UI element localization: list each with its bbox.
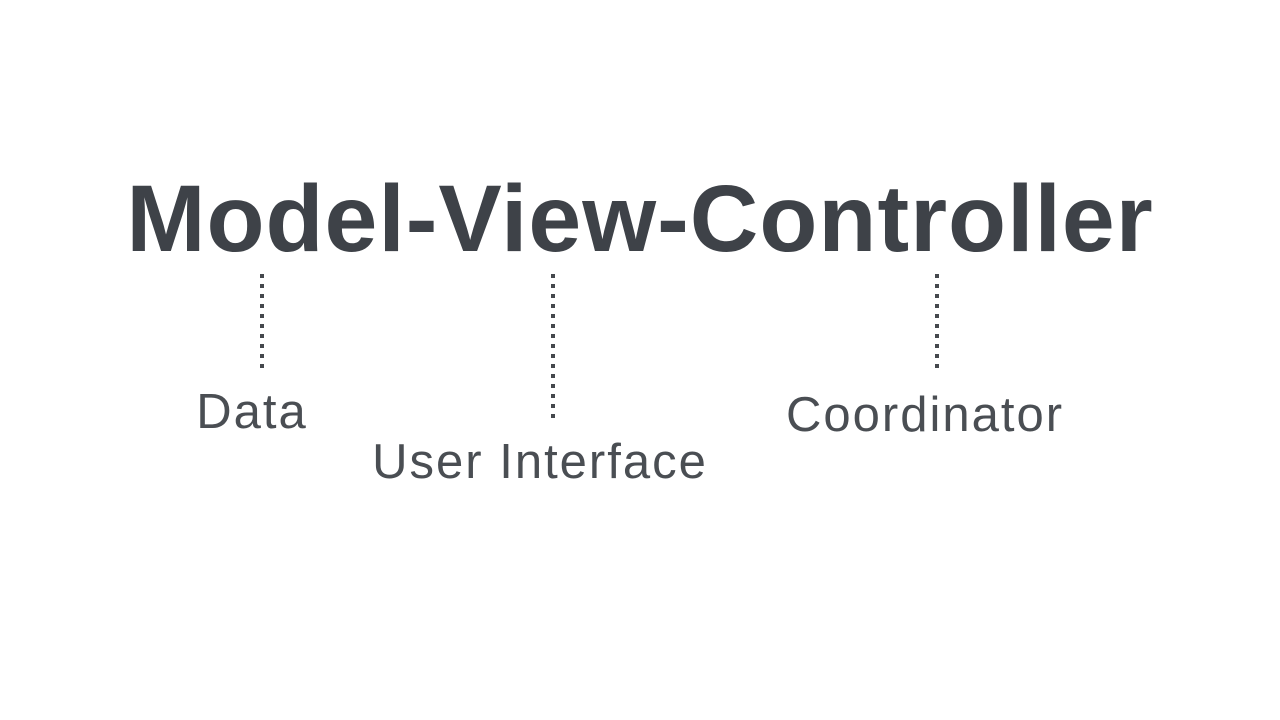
model-annotation-label: Data [196,385,308,439]
view-connector-dotted-line [551,274,555,419]
view-annotation-label: User Interface [372,435,708,489]
model-connector-dotted-line [260,274,264,369]
controller-annotation-label: Coordinator [785,388,1065,442]
controller-connector-dotted-line [935,274,939,369]
diagram-title: Model-View-Controller [126,166,1154,272]
